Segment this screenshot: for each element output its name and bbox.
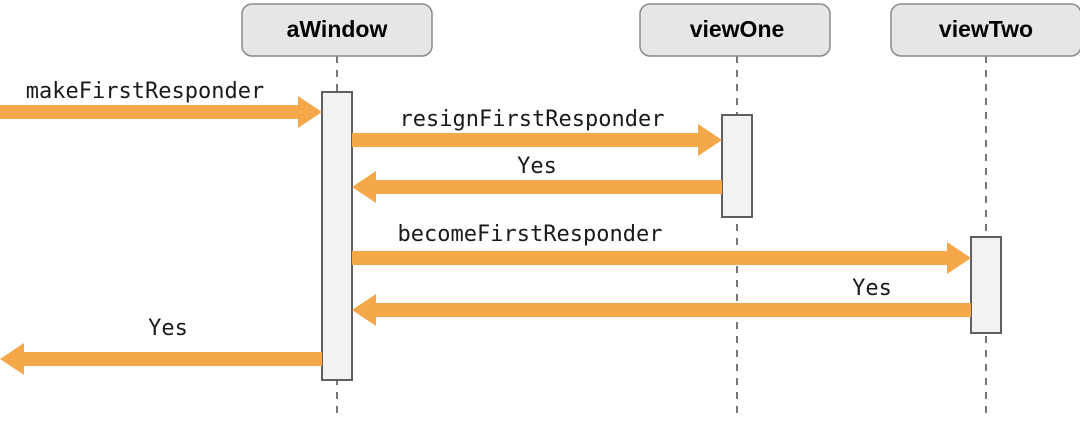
participant-box (241, 3, 433, 57)
message-label: makeFirstResponder (26, 79, 264, 104)
message-msg-1: makeFirstResponder (0, 79, 322, 128)
participant-viewOne[interactable]: viewOne (639, 3, 831, 57)
message-msg-4: becomeFirstResponder (352, 222, 971, 274)
message-arrow-left (352, 171, 722, 203)
message-msg-2: resignFirstResponder (352, 107, 722, 156)
activation-bar-viewTwo (970, 236, 1002, 334)
activation-bar-viewOne (721, 114, 753, 218)
message-msg-5: Yes (352, 276, 971, 326)
message-arrow-right (0, 96, 322, 128)
message-label: Yes (148, 316, 188, 341)
participant-label: viewTwo (939, 16, 1033, 42)
participant-viewTwo[interactable]: viewTwo (890, 3, 1080, 57)
participants-layer: aWindow viewOne viewTwo (241, 3, 1080, 57)
participant-box (890, 3, 1080, 57)
message-arrow-right (352, 124, 722, 156)
participant-aWindow[interactable]: aWindow (241, 3, 433, 57)
message-arrow-left (352, 294, 971, 326)
message-label: Yes (852, 276, 892, 301)
message-label: resignFirstResponder (400, 107, 665, 132)
message-label: becomeFirstResponder (398, 222, 663, 247)
message-arrow-right (352, 242, 971, 274)
message-label: Yes (517, 154, 557, 179)
message-msg-3: Yes (352, 154, 722, 203)
message-msg-6: Yes (0, 316, 322, 375)
activation-bar-aWindow (321, 91, 353, 381)
message-arrow-left (0, 343, 322, 375)
activations-layer (321, 91, 1002, 381)
participant-box (639, 3, 831, 57)
participant-label: aWindow (287, 16, 388, 42)
messages-layer: makeFirstResponder resignFirstResponderYe… (0, 79, 971, 375)
participant-label: viewOne (690, 16, 785, 42)
